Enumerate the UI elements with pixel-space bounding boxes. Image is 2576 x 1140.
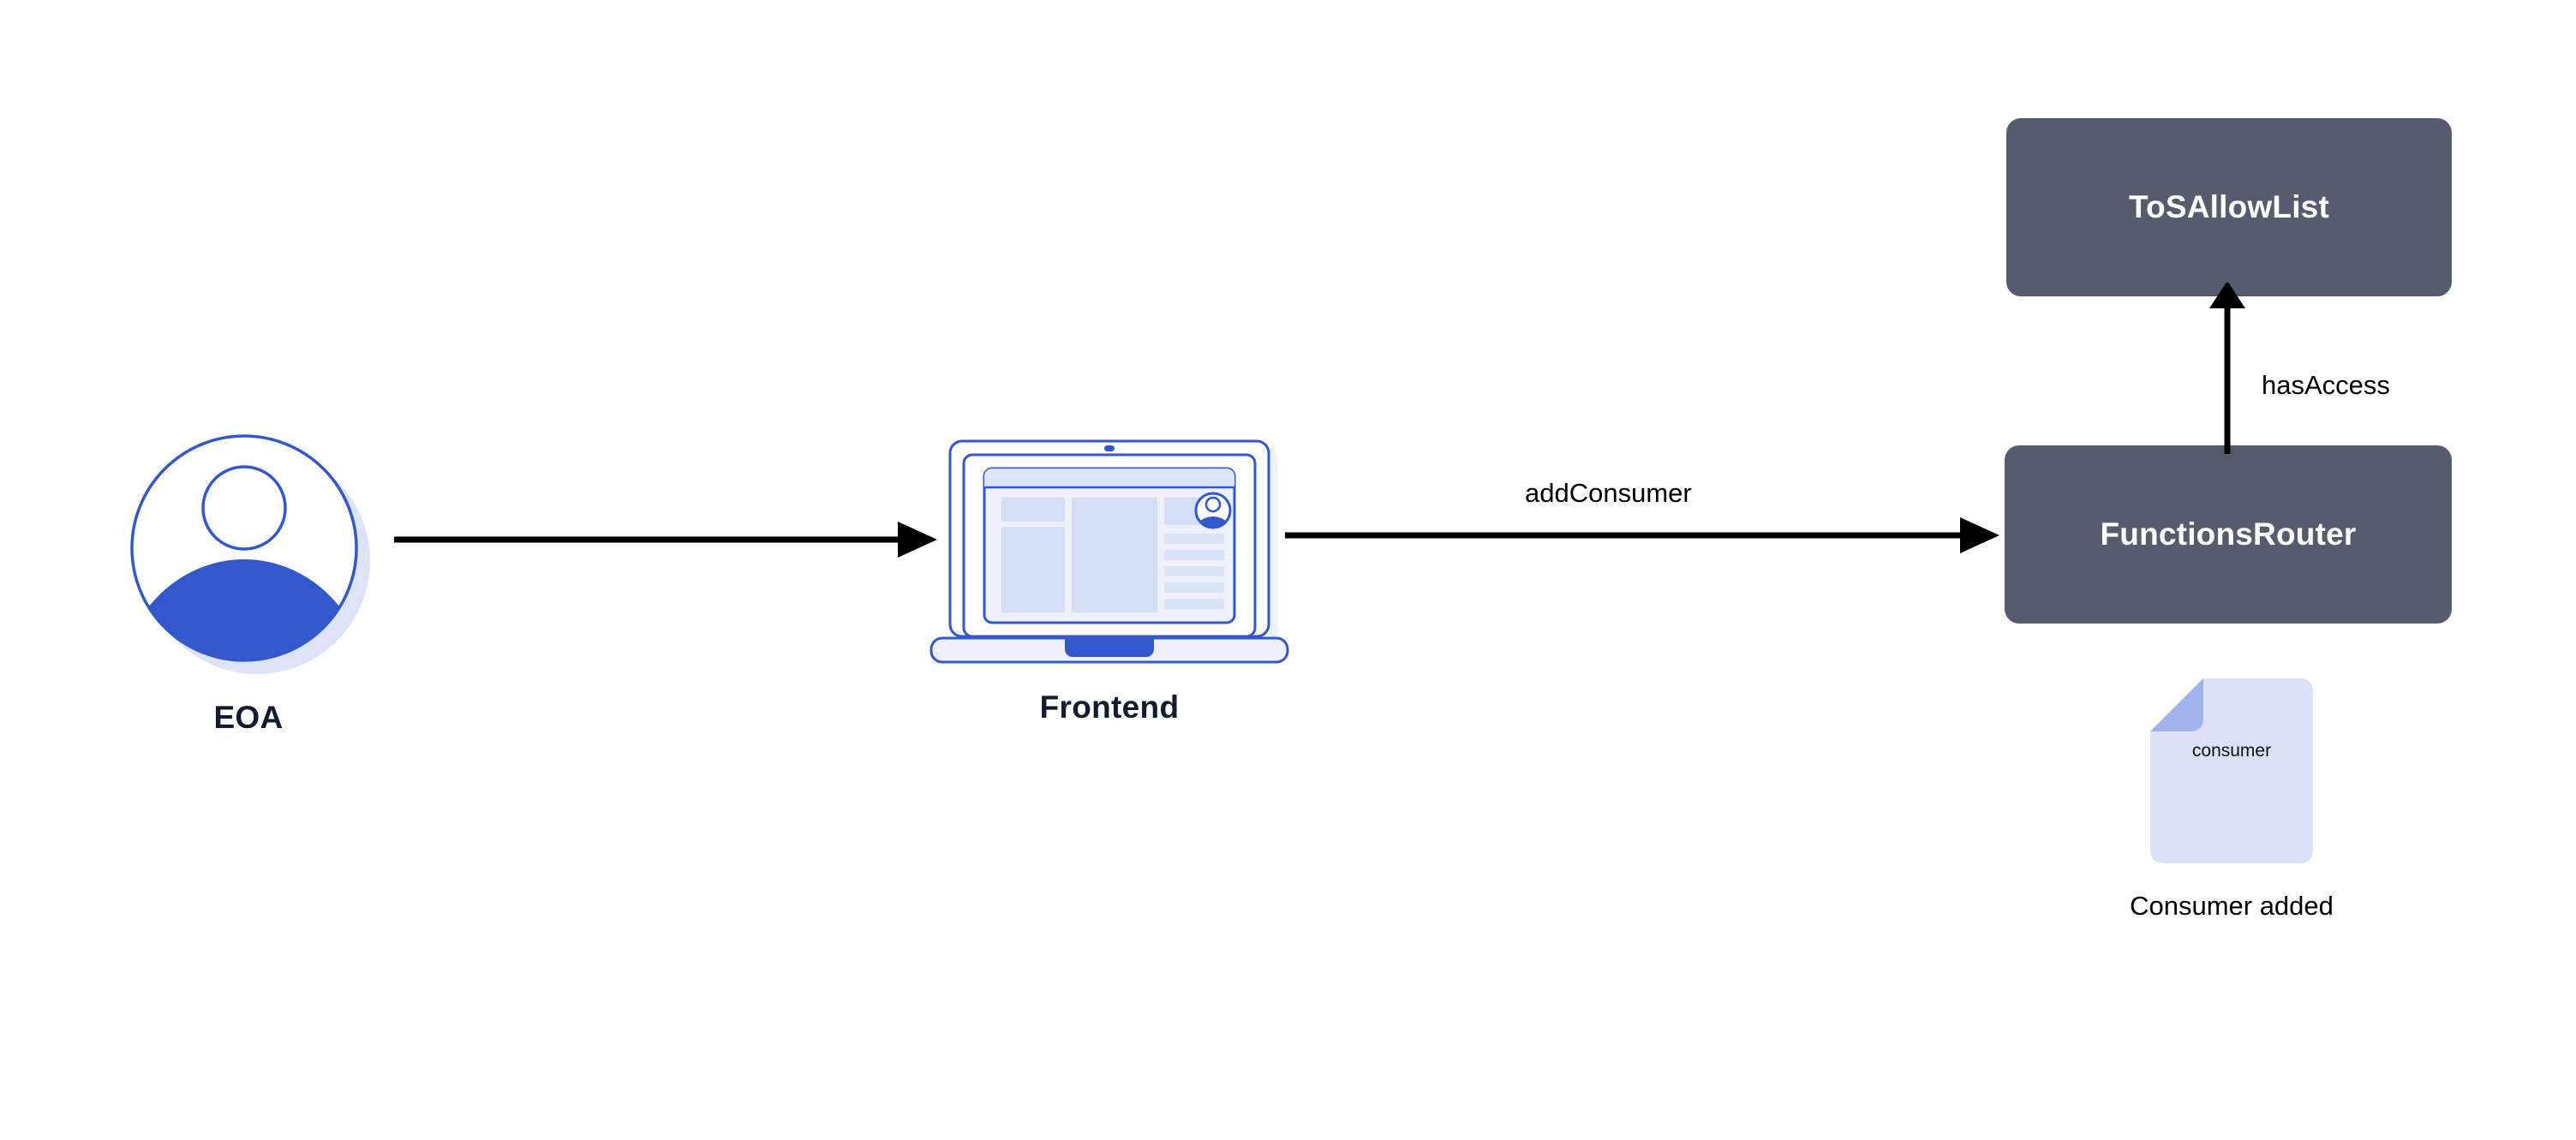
document-caption: Consumer added [2130,891,2334,921]
edge-functions-router-to-tos-allowlist [2209,283,2245,454]
document-inner-label: consumer [2191,741,2272,761]
document-icon [2150,678,2313,863]
node-frontend[interactable]: Frontend [921,433,1298,775]
laptop-icon [929,439,1289,664]
node-functions-router[interactable]: FunctionsRouter [2005,445,2452,624]
node-consumer-document[interactable]: consumer Consumer added [2130,677,2390,951]
edge-label-add-consumer: addConsumer [1525,478,1692,508]
screen-avatar-icon [1194,492,1232,529]
edge-frontend-to-functions-router [1285,517,1999,553]
node-eoa[interactable]: EOA [120,424,386,767]
edge-eoa-to-frontend [394,522,937,558]
edge-label-has-access: hasAccess [2262,370,2390,400]
node-label-eoa: EOA [213,700,284,735]
node-label-frontend: Frontend [1039,689,1180,725]
node-label-tos-allowlist: ToSAllowList [2129,189,2329,224]
user-avatar-icon [130,434,370,674]
node-label-functions-router: FunctionsRouter [2100,516,2357,552]
node-tos-allowlist[interactable]: ToSAllowList [2006,118,2452,296]
